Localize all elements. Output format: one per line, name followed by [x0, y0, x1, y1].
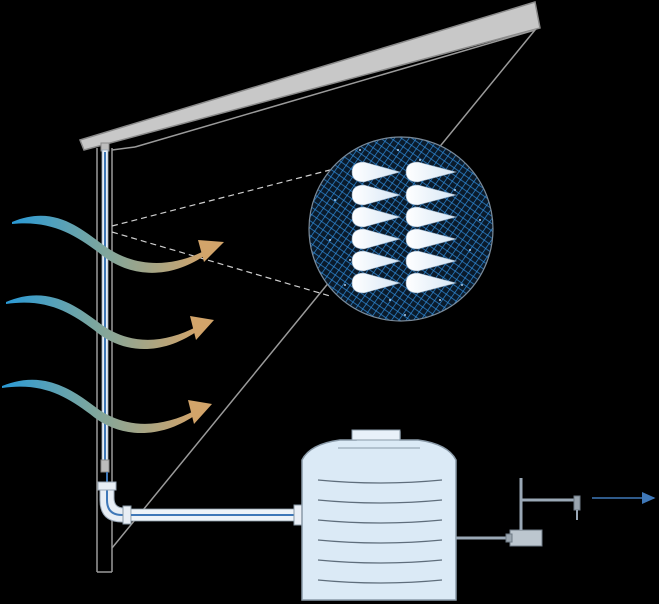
tank-ribs: [317, 479, 443, 584]
air-arrow-middle: [6, 295, 214, 350]
collector-frame-top: [111, 146, 136, 151]
zoom-line-top: [111, 169, 331, 227]
roof: [79, 1, 541, 151]
air-arrow-top: [12, 215, 224, 273]
air-arrow-bottom: [2, 379, 212, 434]
elbow-collar: [97, 481, 117, 491]
collector-frame: [111, 28, 538, 549]
droplet: [405, 206, 458, 228]
droplet: [351, 228, 402, 250]
droplet: [351, 206, 402, 228]
air-flow-arrows: [2, 215, 224, 434]
pipe-coupling-left: [122, 505, 132, 525]
pipe-coupling-right: [293, 504, 303, 526]
downpipe: [97, 142, 131, 523]
droplet-grid: [351, 161, 458, 294]
droplet: [351, 184, 402, 206]
roof-panel: [79, 1, 541, 151]
outlet-assembly: [456, 478, 656, 547]
tank-body: [301, 431, 457, 601]
droplet: [405, 161, 458, 183]
droplet: [405, 250, 458, 272]
mesh-circle-border: [308, 136, 494, 322]
tank-lid: [351, 429, 401, 441]
droplet: [405, 272, 458, 294]
mesh-detail-circle: [308, 136, 494, 322]
valve-knob: [505, 533, 513, 543]
droplet: [351, 250, 402, 272]
mesh-circle-bg: [309, 137, 493, 321]
droplet: [405, 184, 458, 206]
droplet: [351, 161, 402, 183]
droplet: [351, 272, 402, 294]
downpipe-joint: [100, 459, 110, 473]
feed-pipe: [122, 504, 303, 526]
tap-head: [573, 495, 581, 511]
mesh-speckles: [329, 149, 481, 316]
zoom-lines: [111, 169, 331, 297]
droplet: [405, 228, 458, 250]
valve-body: [509, 529, 543, 547]
water-tank: [301, 429, 457, 601]
zoom-line-bottom: [111, 231, 331, 297]
elbow-water: [106, 472, 130, 516]
